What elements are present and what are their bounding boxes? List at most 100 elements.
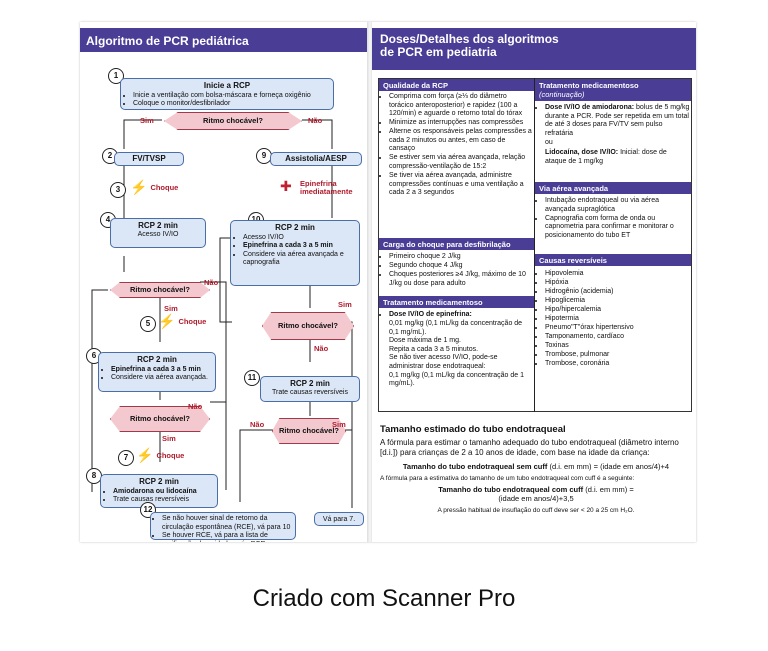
step1-title: Inicie a RCP <box>203 81 251 90</box>
shock-label: Choque <box>178 317 207 326</box>
or-text: ou <box>545 138 553 146</box>
syringe-icon: ✚ <box>280 178 292 194</box>
amiodarone-head: Dose IV/IO de amiodarona: <box>545 104 635 111</box>
step2-box: FV/TVSP <box>114 152 184 166</box>
airway-item: Capnografia com forma de onda ou capnome… <box>545 215 690 241</box>
epinephrine-dose-head: Dose IV/IO de epinefrina: <box>389 311 532 320</box>
shock-energy-item: Choques posteriores ≥4 J/kg, máximo de 1… <box>389 271 532 288</box>
algorithm-title: Algoritmo de PCR pediátrica <box>80 28 368 52</box>
step8-item: Trate causas reversíveis <box>113 496 213 505</box>
cause-item: Hipoglicemia <box>545 297 690 306</box>
drug-therapy-text: Dose IV/IO de epinefrina: 0,01 mg/kg (0,… <box>380 311 532 389</box>
reversible-causes-list: Hipovolemia Hipóxia Hidrogênio (acidemia… <box>536 270 690 369</box>
epinephrine-dose-line: 0,01 mg/kg (0,1 mL/kg da concentração de… <box>389 319 523 336</box>
formula-cuffed-expr2: (idade em anos/4)+3,5 <box>498 494 574 503</box>
step1-item: Coloque o monitor/desfibrilador <box>133 100 329 109</box>
table-divider <box>534 78 535 412</box>
decision-shockable-4: Ritmo chocável? <box>110 406 210 432</box>
cause-item: Toxinas <box>545 342 690 351</box>
section-reversible-causes: Causas reversíveis <box>535 254 691 266</box>
lightning-icon: ⚡ <box>130 179 148 195</box>
tube-size-intro: A fórmula para estimar o tamanho adequad… <box>380 438 679 457</box>
epinephrine-dose-line: Se não tiver acesso IV/IO, pode-se admin… <box>389 354 498 370</box>
goto-7-box: Vá para 7. <box>314 512 364 526</box>
step4-text: Acesso IV/IO <box>137 230 179 238</box>
step10-box: RCP 2 min Acesso IV/IO Epinefrina a cada… <box>230 220 360 286</box>
lightning-icon: ⚡ <box>158 313 176 329</box>
algorithm-page: Algoritmo de PCR pediátrica <box>80 22 368 542</box>
amiodarone-item: Dose IV/IO de amiodarona: bolus de 5 mg/… <box>545 104 690 138</box>
step-number: 11 <box>244 370 260 386</box>
step10-item: Considere via aérea avançada e capnograf… <box>243 251 355 268</box>
cpr-quality-item: Minimize as interrupções nas compressões <box>389 119 532 128</box>
step1-box: Inicie a RCP Inicie a ventilação com bol… <box>120 78 334 110</box>
step4-box: RCP 2 min Acesso IV/IO <box>110 218 206 248</box>
amiodarone-dose: bolus de 5 mg/kg durante a PCR. Pode ser… <box>545 104 690 137</box>
cause-item: Hipo/hipercalemia <box>545 306 690 315</box>
epinephrine-dose-line: 0,1 mg/kg (0,1 mL/kg da concentração de … <box>389 371 525 388</box>
yes-label: Sim <box>140 116 154 125</box>
formula-uncuffed-label: Tamanho do tubo endotraqueal sem cuff <box>402 462 548 471</box>
doses-page: Doses/Detalhes dos algoritmos de PCR em … <box>372 22 696 542</box>
shock-label: Choque <box>150 183 179 192</box>
cpr-quality-item: Comprima com força (≥⅓ do diâmetro torác… <box>389 93 532 119</box>
cpr-quality-list: Comprima com força (≥⅓ do diâmetro torác… <box>380 93 532 198</box>
formula-uncuffed: Tamanho do tubo endotraqueal sem cuff (d… <box>380 462 692 471</box>
lidocaine-head: Lidocaína, dose IV/IO: <box>545 149 619 157</box>
no-label: Não <box>314 344 329 353</box>
decision-shockable-5: Ritmo chocável? <box>272 418 346 444</box>
step8-title: RCP 2 min <box>139 477 179 486</box>
yes-label: Sim <box>338 300 352 309</box>
yes-label: Sim <box>162 434 176 443</box>
advanced-airway-list: Intubação endotraqueal ou via aérea avan… <box>536 197 690 241</box>
amiodarone-text: Dose IV/IO de amiodarona: bolus de 5 mg/… <box>536 104 690 167</box>
section-cpr-quality: Qualidade da RCP <box>379 79 534 91</box>
section-shock-energy: Carga do choque para desfibrilação <box>379 238 534 250</box>
shock-energy-list: Primeiro choque 2 J/kg Segundo choque 4 … <box>380 253 532 289</box>
doses-title-line2: de PCR em pediatria <box>380 45 497 59</box>
no-label: Não <box>250 420 265 429</box>
formula-cuffed-expr: (d.i. em mm) = <box>583 485 634 494</box>
doses-table <box>378 78 692 412</box>
shock-3: ⚡ Choque <box>130 179 178 196</box>
step12-box: Se não houver sinal de retorno da circul… <box>150 512 296 542</box>
step4-title: RCP 2 min <box>138 221 178 230</box>
section-subtitle: (continuação) <box>539 90 585 99</box>
cpr-quality-item: Alterne os responsáveis pelas compressõe… <box>389 128 532 154</box>
cause-item: Tamponamento, cardíaco <box>545 333 690 342</box>
formula-uncuffed-expr: (d.i. em mm) = (idade em anos/4)+4 <box>547 462 670 471</box>
no-label: Não <box>308 116 323 125</box>
step8-box: RCP 2 min Amiodarona ou lidocaína Trate … <box>100 474 218 508</box>
cause-item: Hipóxia <box>545 279 690 288</box>
shock-energy-item: Segundo choque 4 J/kg <box>389 262 532 271</box>
section-drug-therapy-cont: Tratamento medicamentoso (continuação) <box>535 79 691 101</box>
no-label: Não <box>204 278 219 287</box>
step12-item: Se não houver sinal de retorno da circul… <box>162 515 292 532</box>
doses-title: Doses/Detalhes dos algoritmos de PCR em … <box>372 28 696 70</box>
epinephrine-dose-line: Dose máxima de 1 mg. <box>389 337 461 345</box>
step2-title: FV/TVSP <box>132 154 166 163</box>
step8-item: Amiodarona ou lidocaína <box>113 488 213 497</box>
step6-item: Epinefrina a cada 3 a 5 min <box>111 366 211 375</box>
decision-shockable-2: Ritmo chocável? <box>110 282 210 298</box>
step9-box: Assistolia/AESP <box>270 152 362 166</box>
shock-energy-item: Primeiro choque 2 J/kg <box>389 253 532 262</box>
lidocaine-item: Lidocaína, dose IV/IO: Inicial: dose de … <box>536 149 690 166</box>
step11-text: Trate causas reversíveis <box>272 388 348 396</box>
tube-size-section: Tamanho estimado do tubo endotraqueal A … <box>380 424 692 514</box>
shock-label: Choque <box>156 451 185 460</box>
scanned-page: Algoritmo de PCR pediátrica <box>80 22 696 542</box>
cause-item: Pneumo"T"órax hipertensivo <box>545 324 690 333</box>
cause-item: Hipovolemia <box>545 270 690 279</box>
lidocaine-dose: Inicial: dose de ataque de 1 mg/kg <box>545 149 667 165</box>
epinephrine-dose-line: Repita a cada 3 a 5 minutos. <box>389 345 479 353</box>
cpr-quality-item: Se tiver via aérea avançada, administre … <box>389 172 532 198</box>
airway-item: Intubação endotraqueal ou via aérea avan… <box>545 197 690 214</box>
lightning-icon: ⚡ <box>136 447 154 463</box>
yes-label: Sim <box>164 304 178 313</box>
cause-item: Hidrogênio (acidemia) <box>545 288 690 297</box>
epinephrine-label: Epinefrina imediatamente <box>300 179 353 196</box>
no-label: Não <box>188 402 203 411</box>
decision-shockable-1: Ritmo chocável? <box>164 112 302 130</box>
formula-cuffed-label: Tamanho do tubo endotraqueal com cuff <box>438 485 584 494</box>
